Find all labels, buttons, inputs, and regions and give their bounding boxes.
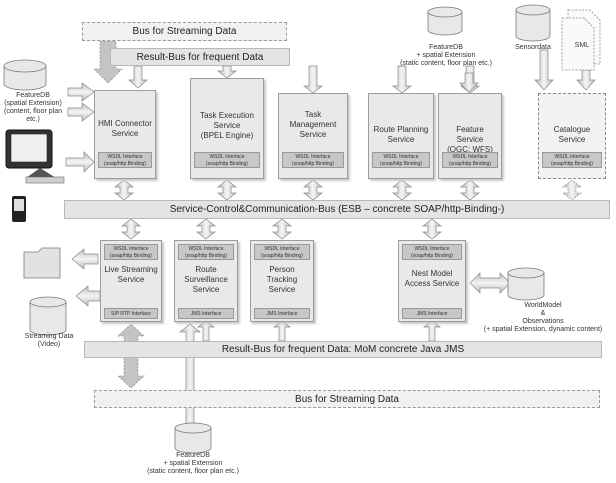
- task-management-service: Task Management Service WSDL Interface (…: [278, 93, 348, 179]
- service-name: Feature Service (OGC: WFS): [447, 125, 493, 154]
- service-name: Task Management Service: [289, 110, 337, 139]
- wsdl-interface: WSDL Interface (soap/http Binding): [372, 152, 430, 168]
- esb-arrow-person-tracking: [271, 218, 293, 240]
- esb-bus: Service-Control&Communication-Bus (ESB –…: [64, 200, 610, 219]
- jms-interface: JMS Interface: [402, 308, 462, 319]
- esb-arrow-catalogue: [561, 179, 583, 201]
- catalogue-service: Catalogue Service WSDL Interface (soap/h…: [538, 93, 606, 179]
- featuredb-left-label: FeatureDB (spatial Extension) (content, …: [4, 92, 62, 123]
- streaming-bus-top: Bus for Streaming Data: [82, 22, 287, 41]
- esb-arrow-live-streaming: [120, 218, 142, 240]
- sensordata-label: Sensordata: [515, 44, 551, 51]
- result-arrow-nest-model: [422, 320, 442, 342]
- wsdl-interface: WSDL Interface (soap/http Binding): [542, 152, 602, 168]
- worldmodel-database-icon: [507, 267, 545, 301]
- result-bus-top: Result-Bus for frequent Data: [110, 48, 290, 66]
- sml-document-icon: [561, 9, 601, 71]
- result-bus-top-label: Result-Bus for frequent Data: [136, 51, 264, 63]
- worldmodel-label: WorldModel & Observations (+ spatial Ext…: [483, 302, 603, 333]
- wsdl-interface: WSDL Interface (soap/http Binding): [104, 244, 158, 260]
- featuredb-left-arrow-1: [67, 82, 95, 102]
- wsdl-interface: WSDL Interface (soap/http Binding): [402, 244, 462, 260]
- esb-arrow-nest-model: [421, 218, 443, 240]
- wsdl-interface: WSDL Interface (soap/http Binding): [98, 152, 152, 168]
- streaming-bus-bottom: Bus for Streaming Data: [94, 390, 600, 408]
- result-bus-bottom: Result-Bus for frequent Data: MoM concre…: [84, 341, 602, 358]
- jms-interface: JMS Interface: [254, 308, 310, 319]
- route-planning-service: Route Planning Service WSDL Interface (s…: [368, 93, 434, 179]
- live-streaming-folder-arrow: [71, 248, 99, 270]
- result-arrow-person-tracking: [272, 320, 292, 342]
- result-top-arrow-route-planning: [391, 65, 413, 94]
- wsdl-interface: WSDL Interface (soap/http Binding): [254, 244, 310, 260]
- featuredb-bottom-database-icon: [174, 422, 212, 454]
- result-top-arrow-task-mgmt: [302, 65, 324, 94]
- wsdl-interface: WSDL Interface (soap/http Binding): [442, 152, 498, 168]
- service-name: Person Tracking Service: [266, 265, 298, 294]
- service-name: Route Planning Service: [373, 125, 429, 144]
- esb-arrow-route-surveillance: [195, 218, 217, 240]
- streaming-bus-bottom-label: Bus for Streaming Data: [295, 393, 399, 405]
- route-surveillance-service: WSDL Interface (soap/http Binding) Route…: [174, 240, 238, 322]
- wsdl-interface: WSDL Interface (soap/http Binding): [282, 152, 344, 168]
- person-tracking-service: WSDL Interface (soap/http Binding) Perso…: [250, 240, 314, 322]
- featuredb-top-database-icon: [427, 6, 463, 36]
- featuredb-top-arrow: [459, 72, 479, 93]
- service-name: Live Streaming Service: [104, 265, 158, 284]
- sensordata-database-icon: [515, 4, 551, 42]
- esb-bus-label: Service-Control&Communication-Bus (ESB –…: [169, 204, 505, 215]
- esb-arrow-feature: [459, 179, 481, 201]
- jms-interface: JMS Interface: [178, 308, 234, 319]
- featuredb-left-arrow-2: [67, 102, 95, 122]
- wsdl-interface: WSDL Interface (soap/http Binding): [194, 152, 260, 168]
- featuredb-bottom-label: FeatureDB + spatial Extension (static co…: [147, 452, 239, 475]
- streaming-data-label: Streaming Data (Video): [24, 333, 74, 348]
- streaming-database-icon: [29, 296, 67, 336]
- sensordata-arrow: [534, 49, 554, 91]
- live-streaming-service: WSDL Interface (soap/http Binding) Live …: [100, 240, 162, 322]
- esb-arrow-hmi: [113, 179, 135, 201]
- service-name: Task Execution Service (BPEL Engine): [200, 111, 254, 140]
- result-top-arrow-hmi: [128, 65, 148, 89]
- hmi-connector-service: HMI Connector Service WSDL Interface (so…: [94, 90, 156, 179]
- folder-icon: [23, 247, 61, 279]
- sip-rtp-interface: SIP RTP Interface: [104, 308, 158, 319]
- live-streaming-db-arrow: [75, 285, 101, 307]
- handheld-icon: [12, 196, 26, 222]
- esb-arrow-route-planning: [391, 179, 413, 201]
- service-name: HMI Connector Service: [98, 119, 152, 138]
- hmi-terminal-arrow: [65, 151, 95, 173]
- wsdl-interface: WSDL Interface (soap/http Binding): [178, 244, 234, 260]
- esb-arrow-task-mgmt: [302, 179, 324, 201]
- service-name: Route Surveillance Service: [184, 265, 228, 294]
- feature-service: Feature Service (OGC: WFS) WSDL Interfac…: [438, 93, 502, 179]
- esb-arrow-task-exec: [216, 179, 238, 201]
- sml-arrow: [576, 69, 596, 91]
- featuredb-top-label: FeatureDB + spatial Extension (static co…: [400, 44, 492, 67]
- result-top-arrow-task-exec: [216, 65, 238, 79]
- service-name: Nest Model Access Service: [404, 269, 460, 288]
- result-arrow-route-surveillance: [196, 320, 216, 342]
- nest-model-access-service: WSDL Interface (soap/http Binding) Nest …: [398, 240, 466, 322]
- result-bus-bottom-label: Result-Bus for frequent Data: MoM concre…: [221, 344, 465, 355]
- sml-label: SML: [574, 42, 590, 49]
- task-execution-service: Task Execution Service (BPEL Engine) WSD…: [190, 78, 264, 179]
- service-name: Catalogue Service: [553, 125, 591, 144]
- featuredb-left-database-icon: [3, 59, 47, 91]
- worldmodel-arrow: [469, 272, 511, 294]
- monitor-icon: [5, 129, 65, 184]
- streaming-bus-top-label: Bus for Streaming Data: [132, 26, 237, 37]
